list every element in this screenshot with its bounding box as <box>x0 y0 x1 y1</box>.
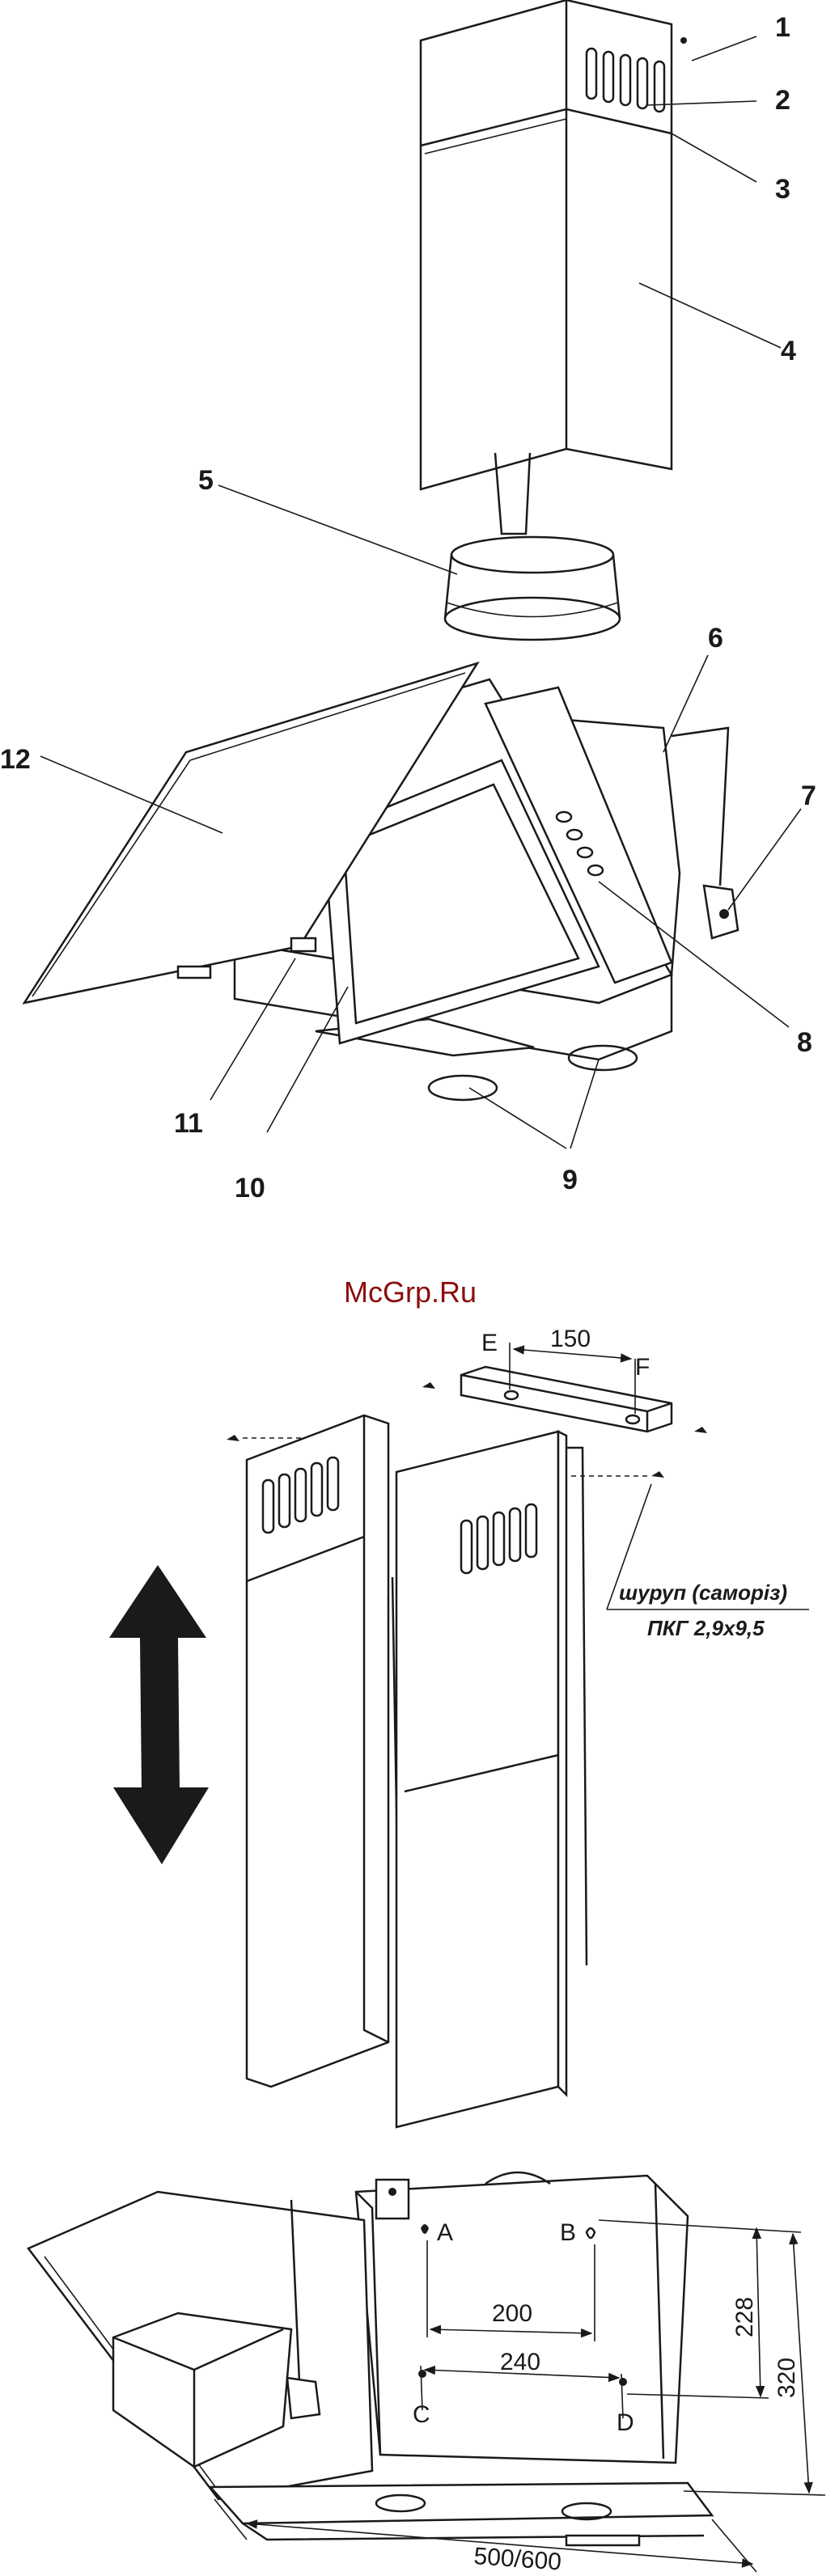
label-a: A <box>437 2219 453 2246</box>
callout-10: 10 <box>235 1173 265 1203</box>
label-d: D <box>617 2409 634 2436</box>
callout-3: 3 <box>775 174 790 205</box>
watermark: McGrp.Ru <box>344 1275 477 1309</box>
chimney-cover <box>421 0 687 534</box>
dimension-height-outer: 320 <box>773 2358 800 2398</box>
mounting-dimensions-view: A B C D 200 240 228 320 500/600 <box>28 2172 825 2576</box>
screw-spec-line1: шуруп (саморіз) <box>619 1580 787 1605</box>
callout-6: 6 <box>708 623 723 654</box>
chimney-assembly-view: 150 E F <box>109 1326 809 2127</box>
glass-side-panel <box>28 2192 372 2499</box>
dimension-ab: 200 <box>492 2300 532 2327</box>
bottom-tray <box>210 2483 712 2545</box>
label-f: F <box>635 1354 650 1381</box>
callout-11: 11 <box>174 1108 203 1139</box>
callout-2: 2 <box>775 85 790 116</box>
duct-adapter-ring <box>445 537 620 640</box>
inner-chimney-section <box>396 1432 587 2127</box>
screw-spec-line2: ПКГ 2,9х9,5 <box>647 1616 765 1640</box>
callout-5: 5 <box>198 465 214 496</box>
label-c: C <box>413 2401 430 2428</box>
callout-1: 1 <box>775 12 790 43</box>
callout-9: 9 <box>562 1165 578 1195</box>
callout-12: 12 <box>0 744 31 775</box>
telescopic-adjust-arrow <box>109 1565 209 1864</box>
dimension-cd: 240 <box>500 2349 540 2375</box>
outer-chimney-section <box>247 1415 400 2087</box>
dimension-height-inner: 228 <box>731 2297 758 2337</box>
label-e: E <box>481 1330 498 1356</box>
callout-8: 8 <box>797 1027 812 1058</box>
callout-4: 4 <box>781 336 796 366</box>
bracket-dimension: 150 <box>550 1326 591 1352</box>
label-b: B <box>560 2219 576 2246</box>
dimension-width: 500/600 <box>473 2543 562 2575</box>
exploded-view: 1 2 3 4 5 6 7 8 9 10 11 12 <box>0 0 816 1203</box>
callout-7: 7 <box>801 780 816 811</box>
